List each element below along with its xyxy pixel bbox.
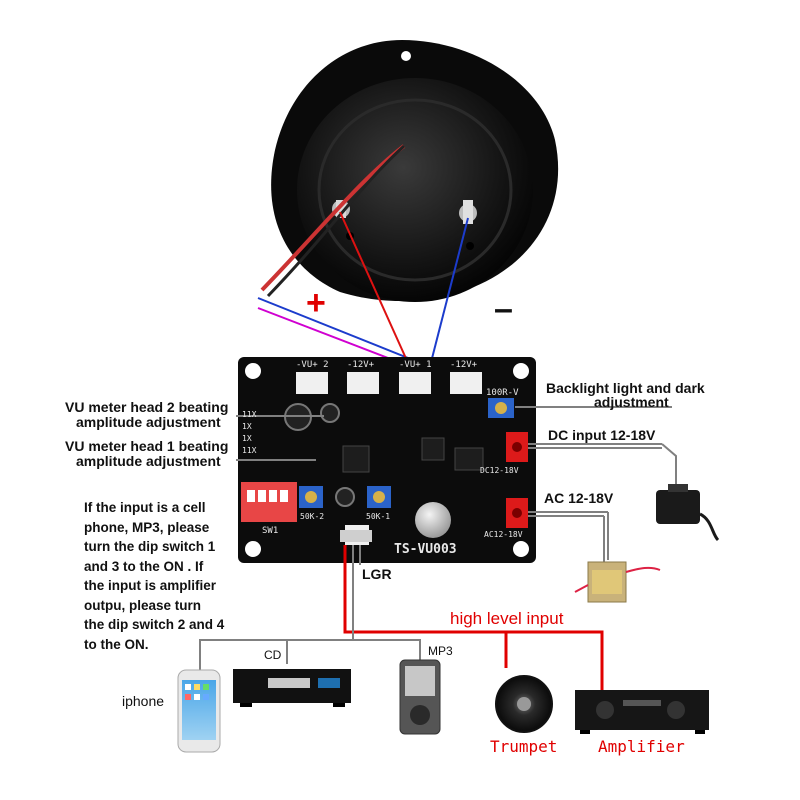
- dip-note-line: outpu, please turn: [84, 597, 202, 613]
- amplifier-device: [575, 690, 709, 734]
- lgr-label: LGR: [362, 566, 392, 582]
- vu2-annotation-line1: VU meter head 2 beating: [65, 399, 229, 415]
- mp3-label: MP3: [428, 644, 453, 658]
- vu2-annotation-line2: amplitude adjustment: [76, 414, 221, 430]
- speaker-device: [495, 675, 553, 733]
- vu1-annotation-line2: amplitude adjustment: [76, 453, 221, 469]
- dip-note-line: phone, MP3, please: [84, 519, 210, 535]
- plus-polarity-label: +: [306, 284, 326, 322]
- transformer: [574, 561, 661, 603]
- input-wiring: [343, 545, 604, 690]
- dc-adapter: [656, 484, 720, 542]
- dip-note-line: turn the dip switch 1: [84, 539, 216, 554]
- dip-note-line: If the input is a cell: [84, 500, 206, 515]
- dc-terminal-label: DC12-18V: [480, 466, 519, 475]
- meter-leads: [260, 144, 406, 298]
- header-label-12v-b: -12V+: [450, 360, 478, 370]
- gain-label-1: 11X: [242, 410, 257, 419]
- dip-note-line: the input is amplifier: [84, 578, 217, 593]
- mounting-hole: [401, 51, 411, 61]
- dc-input-annotation: DC input 12-18V: [548, 427, 656, 443]
- ac-input-annotation: AC 12-18V: [544, 490, 614, 506]
- header-label-12v-a: -12V+: [347, 360, 375, 370]
- backlight-annotation-line1: Backlight light and dark: [546, 380, 705, 396]
- meter-terminal-plus: [332, 200, 350, 218]
- dip-note-line: and 3 to the ON . If: [84, 558, 204, 574]
- low-level-wiring: [199, 545, 421, 670]
- pcb-board: [238, 357, 536, 563]
- dip-switch-note: If the input is a cell phone, MP3, pleas…: [84, 498, 244, 654]
- pot2-label: 50K-2: [300, 512, 325, 521]
- header-label-vu1: -VU+ 1: [399, 360, 432, 370]
- vu-meter-back: [271, 40, 559, 302]
- pot1-label: 50K-1: [366, 512, 391, 521]
- meter-terminal-minus: [459, 200, 477, 224]
- high-level-input-label: high level input: [450, 609, 564, 628]
- iphone-device: [177, 669, 221, 753]
- callout-lines: [236, 406, 677, 562]
- backlight-annotation-line2: adjustment: [594, 394, 669, 410]
- gain-label-2: 1X: [242, 422, 252, 431]
- dip-note-line: the dip switch 2 and 4: [84, 617, 225, 632]
- gain-label-4: 11X: [242, 446, 257, 455]
- trumpet-label: Trumpet: [490, 737, 558, 756]
- header-label-vu2: -VU+ 2: [296, 360, 329, 370]
- board-model-label: TS-VU003: [394, 542, 457, 557]
- mp3-player: [399, 659, 441, 735]
- dip-note-line: to the ON.: [84, 636, 149, 652]
- gain-label-3: 1X: [242, 434, 252, 443]
- amplifier-label: Amplifier: [598, 737, 685, 756]
- dip-switch-label: SW1: [262, 526, 279, 536]
- cd-label: CD: [264, 648, 282, 662]
- vu1-annotation-line1: VU meter head 1 beating: [65, 438, 229, 454]
- ac-terminal-label: AC12-18V: [484, 530, 523, 539]
- minus-polarity-label: –: [494, 290, 513, 328]
- iphone-label: iphone: [122, 693, 165, 709]
- backlight-pot-label: 100R-V: [486, 388, 519, 398]
- meter-body: [297, 78, 533, 302]
- cd-player: [233, 669, 351, 707]
